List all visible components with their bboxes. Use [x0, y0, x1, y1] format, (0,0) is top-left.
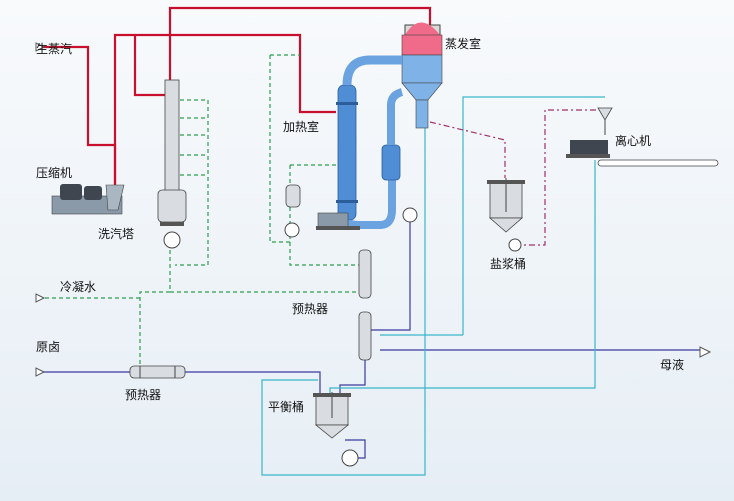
scrubber-tower — [157, 79, 187, 249]
small-vessel — [285, 184, 301, 208]
balance-tank-label: 平衡桶 — [268, 400, 305, 414]
centrifuge-unit — [566, 107, 719, 167]
preheater-mid-label: 预热器 — [292, 302, 329, 316]
evaporation-chamber — [401, 22, 443, 129]
heating-chamber-label: 加热室 — [283, 120, 320, 134]
top-vapor-line — [168, 6, 432, 80]
balance-tank-unit — [313, 392, 351, 439]
steam-lines — [36, 6, 432, 185]
scrubber-feed-line — [133, 35, 165, 97]
preheater-left-label: 预热器 — [125, 388, 162, 402]
heating-chamber — [316, 55, 404, 230]
condensate-lines — [36, 54, 360, 368]
compressor-steam-line — [113, 33, 336, 185]
evaporation-chamber-label: 蒸发室 — [445, 37, 482, 51]
steam-label: 生蒸汽 — [36, 42, 73, 56]
condensate-label: 冷凝水 — [60, 280, 97, 294]
slurry-lines — [429, 109, 600, 246]
steam-inlet-arrow — [35, 42, 46, 52]
salt-slurry-tank-label: 盐浆桶 — [490, 257, 527, 271]
brine-lines — [36, 215, 700, 459]
preheater-mid-unit — [358, 249, 372, 361]
preheater-left-unit — [129, 365, 186, 379]
compressor — [51, 184, 125, 215]
mother-liquor-arrow — [699, 346, 712, 358]
brine-label: 原卤 — [36, 340, 61, 354]
centrifuge-label: 离心机 — [615, 134, 652, 148]
salt-slurry-tank-unit — [487, 178, 525, 233]
pumps — [284, 207, 522, 467]
compressor-label: 压缩机 — [36, 166, 73, 180]
brine-inlet-arrow — [35, 367, 46, 377]
circulation-lines — [261, 96, 605, 476]
mother-liquor-label: 母液 — [660, 358, 685, 372]
scrubber-label: 洗汽塔 — [98, 227, 135, 241]
condensate-outlet-arrow — [35, 293, 46, 303]
